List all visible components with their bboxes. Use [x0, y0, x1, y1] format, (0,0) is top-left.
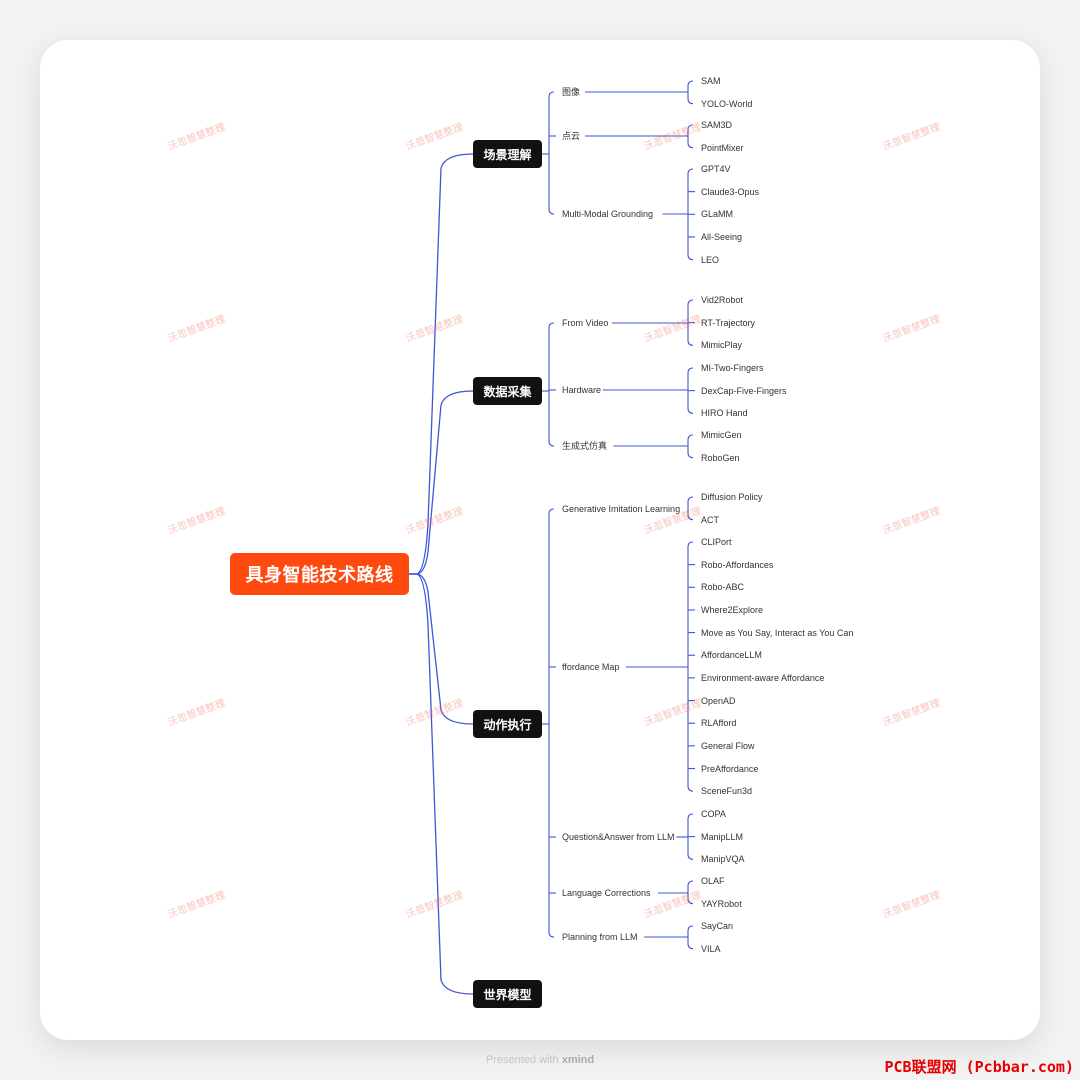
leaf-topic[interactable]: PointMixer — [701, 142, 744, 153]
leaf-topic[interactable]: Diffusion Policy — [701, 492, 763, 502]
main-topic[interactable]: 世界模型 — [473, 980, 542, 1008]
leaf-topic[interactable]: GLaMM — [701, 209, 734, 220]
main-topic[interactable]: 场景理解 — [473, 140, 542, 168]
xmind-logo: xmind — [561, 1054, 595, 1066]
leaf-topic[interactable]: DexCap-Five-Fingers — [701, 385, 787, 396]
leaf-topic[interactable]: YOLO-World — [701, 98, 753, 109]
leaf-topic[interactable]: Environment-aware Affordance — [701, 672, 825, 683]
connector-line — [409, 573, 474, 725]
subtopic[interactable]: Planning from LLM — [562, 932, 638, 942]
leaf-topic[interactable]: OLAF — [701, 876, 725, 886]
leaf-topic[interactable]: YAYRobot — [701, 898, 742, 909]
leaf-topic[interactable]: MI-Two-Fingers — [701, 363, 764, 373]
leaf-topic[interactable]: SayCan — [701, 921, 734, 931]
footer: Presented with xmind — [0, 1054, 1080, 1066]
subtopic[interactable]: ffordance Map — [562, 662, 620, 672]
footer-prefix: Presented with — [485, 1054, 559, 1066]
main-topic[interactable]: 数据采集 — [473, 377, 542, 405]
leaf-topic[interactable]: ManipLLM — [701, 831, 744, 842]
leaf-topic[interactable]: VILA — [701, 943, 721, 954]
mindmap-card — [40, 40, 1040, 1040]
leaf-topic[interactable]: CLIPort — [701, 537, 732, 547]
connector-line — [687, 925, 694, 950]
leaf-topic[interactable]: ACT — [701, 514, 719, 525]
leaf-topic[interactable]: SAM — [701, 76, 721, 86]
connector-line — [409, 153, 474, 575]
subtopic[interactable]: 图像 — [562, 87, 581, 97]
leaf-topic[interactable]: OpenAD — [701, 695, 736, 706]
subtopic[interactable]: Multi-Modal Grounding — [562, 209, 654, 219]
leaf-topic[interactable]: ManipVQA — [701, 854, 745, 865]
leaf-topic[interactable]: All-Seeing — [701, 231, 743, 242]
leaf-topic[interactable]: COPA — [701, 809, 726, 819]
subtopic[interactable]: 点云 — [562, 131, 581, 141]
leaf-topic[interactable]: MimicGen — [701, 430, 742, 440]
connector-line — [687, 80, 694, 105]
subtopic[interactable]: Hardware — [562, 385, 602, 395]
leaf-topic[interactable]: PreAffordance — [701, 763, 759, 774]
leaf-topic[interactable]: RT-Trajectory — [701, 317, 756, 328]
leaf-topic[interactable]: LEO — [701, 254, 720, 265]
leaf-topic[interactable]: RoboGen — [701, 452, 740, 463]
corner-watermark: PCB联盟网 (Pcbbar.com) — [884, 1058, 1075, 1076]
leaf-topic[interactable]: Move as You Say, Interact as You Can — [701, 627, 854, 638]
leaf-topic[interactable]: SceneFun3d — [701, 786, 753, 797]
connector-line — [687, 541, 694, 792]
leaf-topic[interactable]: AffordanceLLM — [701, 650, 762, 661]
connector-line — [687, 124, 694, 149]
subtopic[interactable]: 生成式仿真 — [562, 441, 608, 451]
connector-line — [548, 91, 555, 215]
leaf-topic[interactable]: Robo-ABC — [701, 582, 745, 593]
connector-line — [409, 390, 474, 575]
leaf-topic[interactable]: Claude3-Opus — [701, 186, 760, 197]
subtopic[interactable]: Language Corrections — [562, 888, 651, 898]
subtopic[interactable]: Question&Answer from LLM — [562, 832, 675, 842]
leaf-topic[interactable]: MimicPlay — [701, 340, 743, 351]
subtopic[interactable]: Generative Imitation Learning — [562, 504, 681, 514]
subtopic[interactable]: From Video — [562, 318, 609, 328]
leaf-topic[interactable]: Vid2Robot — [701, 295, 743, 305]
leaf-topic[interactable]: Robo-Affordances — [701, 559, 774, 570]
leaf-topic[interactable]: General Flow — [701, 740, 755, 751]
connector-line — [687, 496, 694, 521]
leaf-topic[interactable]: SAM3D — [701, 120, 733, 130]
connector-line — [409, 573, 474, 995]
connector-line — [548, 322, 555, 447]
root-topic[interactable]: 具身智能技术路线 — [230, 553, 409, 595]
leaf-topic[interactable]: GPT4V — [701, 164, 731, 174]
leaf-topic[interactable]: RLAfford — [701, 718, 737, 729]
connector-line — [548, 508, 555, 938]
connector-line — [687, 880, 694, 905]
connector-line — [687, 434, 694, 459]
leaf-topic[interactable]: HIRO Hand — [701, 408, 748, 419]
leaf-topic[interactable]: Where2Explore — [701, 604, 764, 615]
main-topic[interactable]: 动作执行 — [473, 710, 542, 738]
